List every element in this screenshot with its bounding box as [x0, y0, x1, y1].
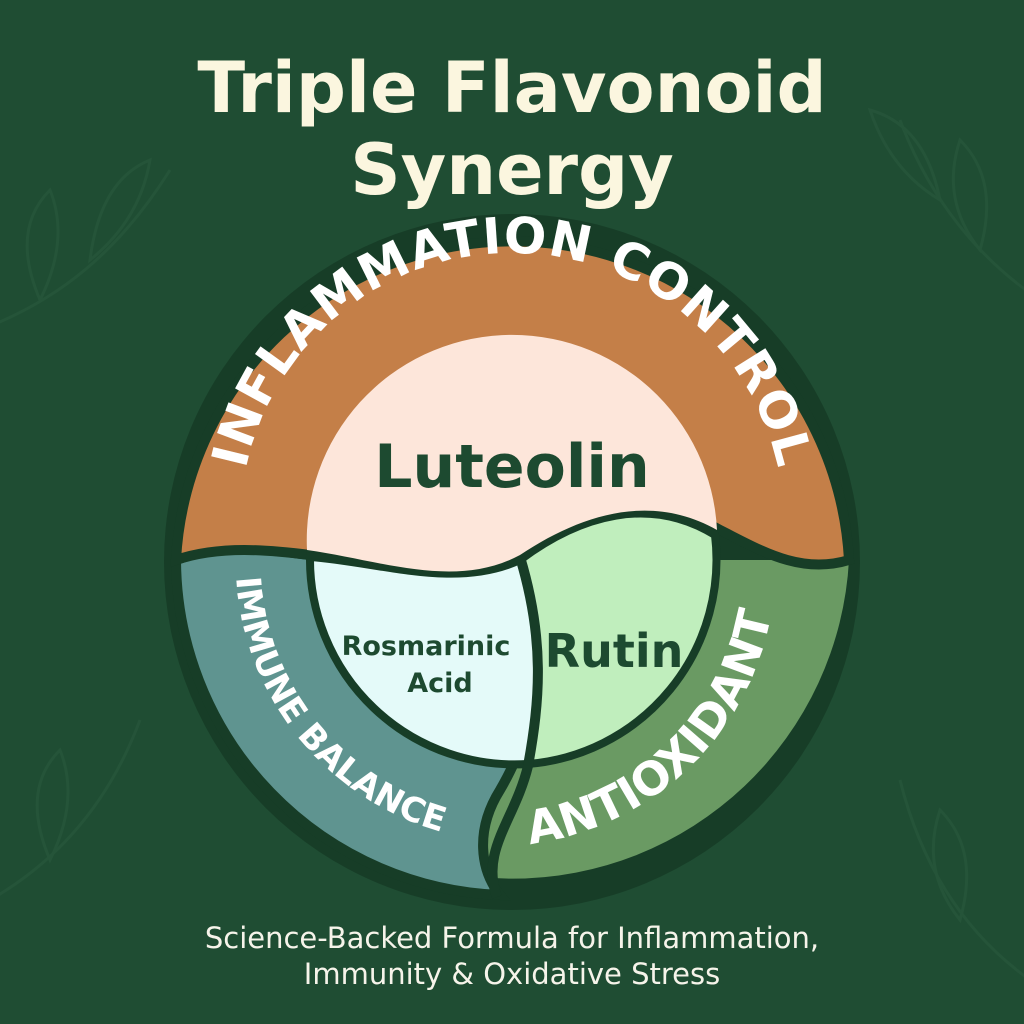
diagram-title-line1: Triple Flavonoid [197, 47, 827, 129]
caption-line2: Immunity & Oxidative Stress [303, 957, 721, 991]
segment-divider [487, 555, 543, 899]
diagram-title-line2: Synergy [350, 129, 674, 211]
inflammation-center [306, 334, 717, 572]
rutin-label: Rutin [545, 624, 684, 678]
rosmarinic-label-line1: Rosmarinic [342, 631, 511, 662]
caption-line1: Science-Backed Formula for Inflammation, [204, 921, 820, 955]
rosmarinic-label-line2: Acid [407, 668, 472, 699]
luteolin-label: Luteolin [374, 432, 649, 502]
